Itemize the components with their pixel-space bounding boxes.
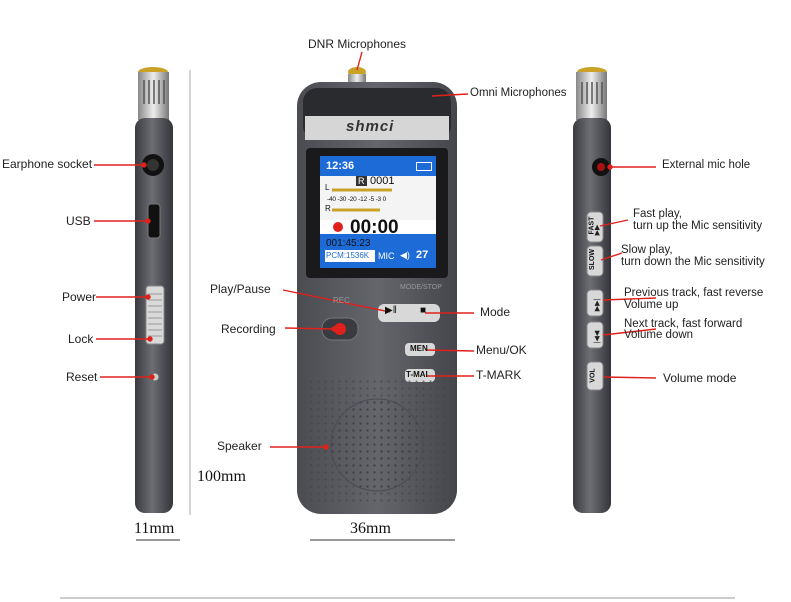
tmark-button[interactable]: T-MAI: [406, 370, 428, 379]
label-next-2: Volume down: [624, 329, 694, 341]
file-badge: R: [356, 176, 367, 186]
meter-scale: -40 -30 -20 -12 -5 -3 0: [327, 196, 386, 203]
record-button[interactable]: [322, 318, 358, 340]
label-ext-mic: External mic hole: [662, 159, 751, 171]
label-slow-play-2: turn down the Mic sensitivity: [621, 256, 765, 268]
label-tmark: T-MARK: [476, 368, 522, 382]
label-usb: USB: [66, 214, 91, 228]
label-fast-play-1: Fast play,: [633, 208, 682, 220]
label-dnr-mic: DNR Microphones: [308, 37, 407, 51]
label-power: Power: [62, 290, 97, 304]
file-number: 0001: [370, 175, 395, 187]
label-vol-mode: Volume mode: [663, 371, 737, 385]
label-recording: Recording: [221, 322, 276, 336]
svg-text:▶▶|: ▶▶|: [594, 299, 601, 312]
label-omni-mic: Omni Microphones: [470, 87, 567, 99]
label-menu-ok: Menu/OK: [476, 343, 527, 357]
left-side-view: [135, 67, 173, 513]
label-next-1: Next track, fast forward: [624, 318, 743, 330]
label-play-pause: Play/Pause: [210, 282, 271, 296]
label-earphone: Earphone socket: [2, 157, 93, 171]
screen-time: 12:36: [326, 160, 355, 172]
label-fast-play-2: turn up the Mic sensitivity: [633, 220, 763, 232]
play-pause-button[interactable]: ▶‖: [385, 305, 397, 316]
right-side-view: ▶▶ ▶▶| |◀◀: [573, 67, 611, 513]
dimension-width: 36mm: [350, 520, 391, 537]
format-badge: PCM:1536K: [326, 251, 370, 260]
label-prev-1: Previous track, fast reverse: [624, 287, 764, 299]
channel-left: L: [325, 183, 330, 192]
volume-value: 27: [416, 249, 429, 261]
brand-logo: shmci: [346, 118, 395, 135]
label-prev-2: Volume up: [624, 299, 679, 311]
fast-button[interactable]: FAST: [588, 216, 596, 235]
slow-button[interactable]: SLOW: [589, 249, 596, 270]
vol-button[interactable]: VOL: [589, 368, 597, 383]
speaker-volume-icon: ◀): [400, 250, 410, 260]
label-reset: Reset: [66, 370, 98, 384]
rec-text: REC: [333, 296, 350, 305]
label-speaker: Speaker: [217, 439, 262, 453]
pointer-lines: [94, 51, 657, 450]
elapsed-time: 001:45:23: [326, 238, 371, 249]
battery-icon: [416, 162, 432, 171]
label-lock: Lock: [68, 332, 94, 346]
label-slow-play-1: Slow play,: [621, 244, 673, 256]
input-label: MIC: [378, 251, 395, 261]
mode-stop-text: MODE/STOP: [400, 284, 442, 291]
stop-button[interactable]: ■: [420, 305, 427, 316]
front-view: [297, 67, 457, 514]
record-time: 00:00: [350, 217, 399, 238]
menu-button[interactable]: MEN: [410, 344, 428, 353]
channel-right: R: [325, 204, 331, 213]
dimension-depth: 11mm: [134, 520, 175, 537]
svg-text:▶▶: ▶▶: [594, 224, 601, 235]
svg-text:|◀◀: |◀◀: [594, 330, 601, 343]
dimension-height: 100mm: [197, 468, 246, 485]
label-mode: Mode: [480, 305, 511, 319]
